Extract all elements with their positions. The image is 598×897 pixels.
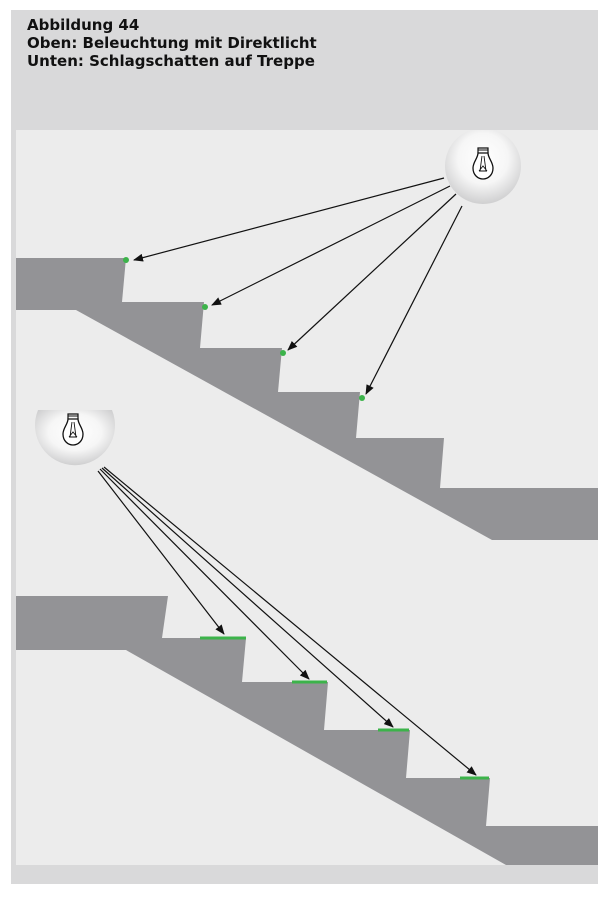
- figure-frame: Abbildung 44 Oben: Beleuchtung mit Direk…: [11, 10, 598, 884]
- stair-lighting-diagram: [16, 130, 598, 865]
- lower-staircase: [16, 596, 598, 865]
- figure-caption: Abbildung 44 Oben: Beleuchtung mit Direk…: [27, 16, 317, 70]
- diagram-panel: [16, 130, 598, 865]
- light-bulb-top-icon: [445, 130, 521, 204]
- light-bulb-bottom-icon: [35, 410, 115, 465]
- upper-staircase: [16, 258, 598, 540]
- caption-line-top: Oben: Beleuchtung mit Direktlicht: [27, 34, 317, 52]
- caption-line-bottom: Unten: Schlagschatten auf Treppe: [27, 52, 317, 70]
- figure-label: Abbildung 44: [27, 16, 317, 34]
